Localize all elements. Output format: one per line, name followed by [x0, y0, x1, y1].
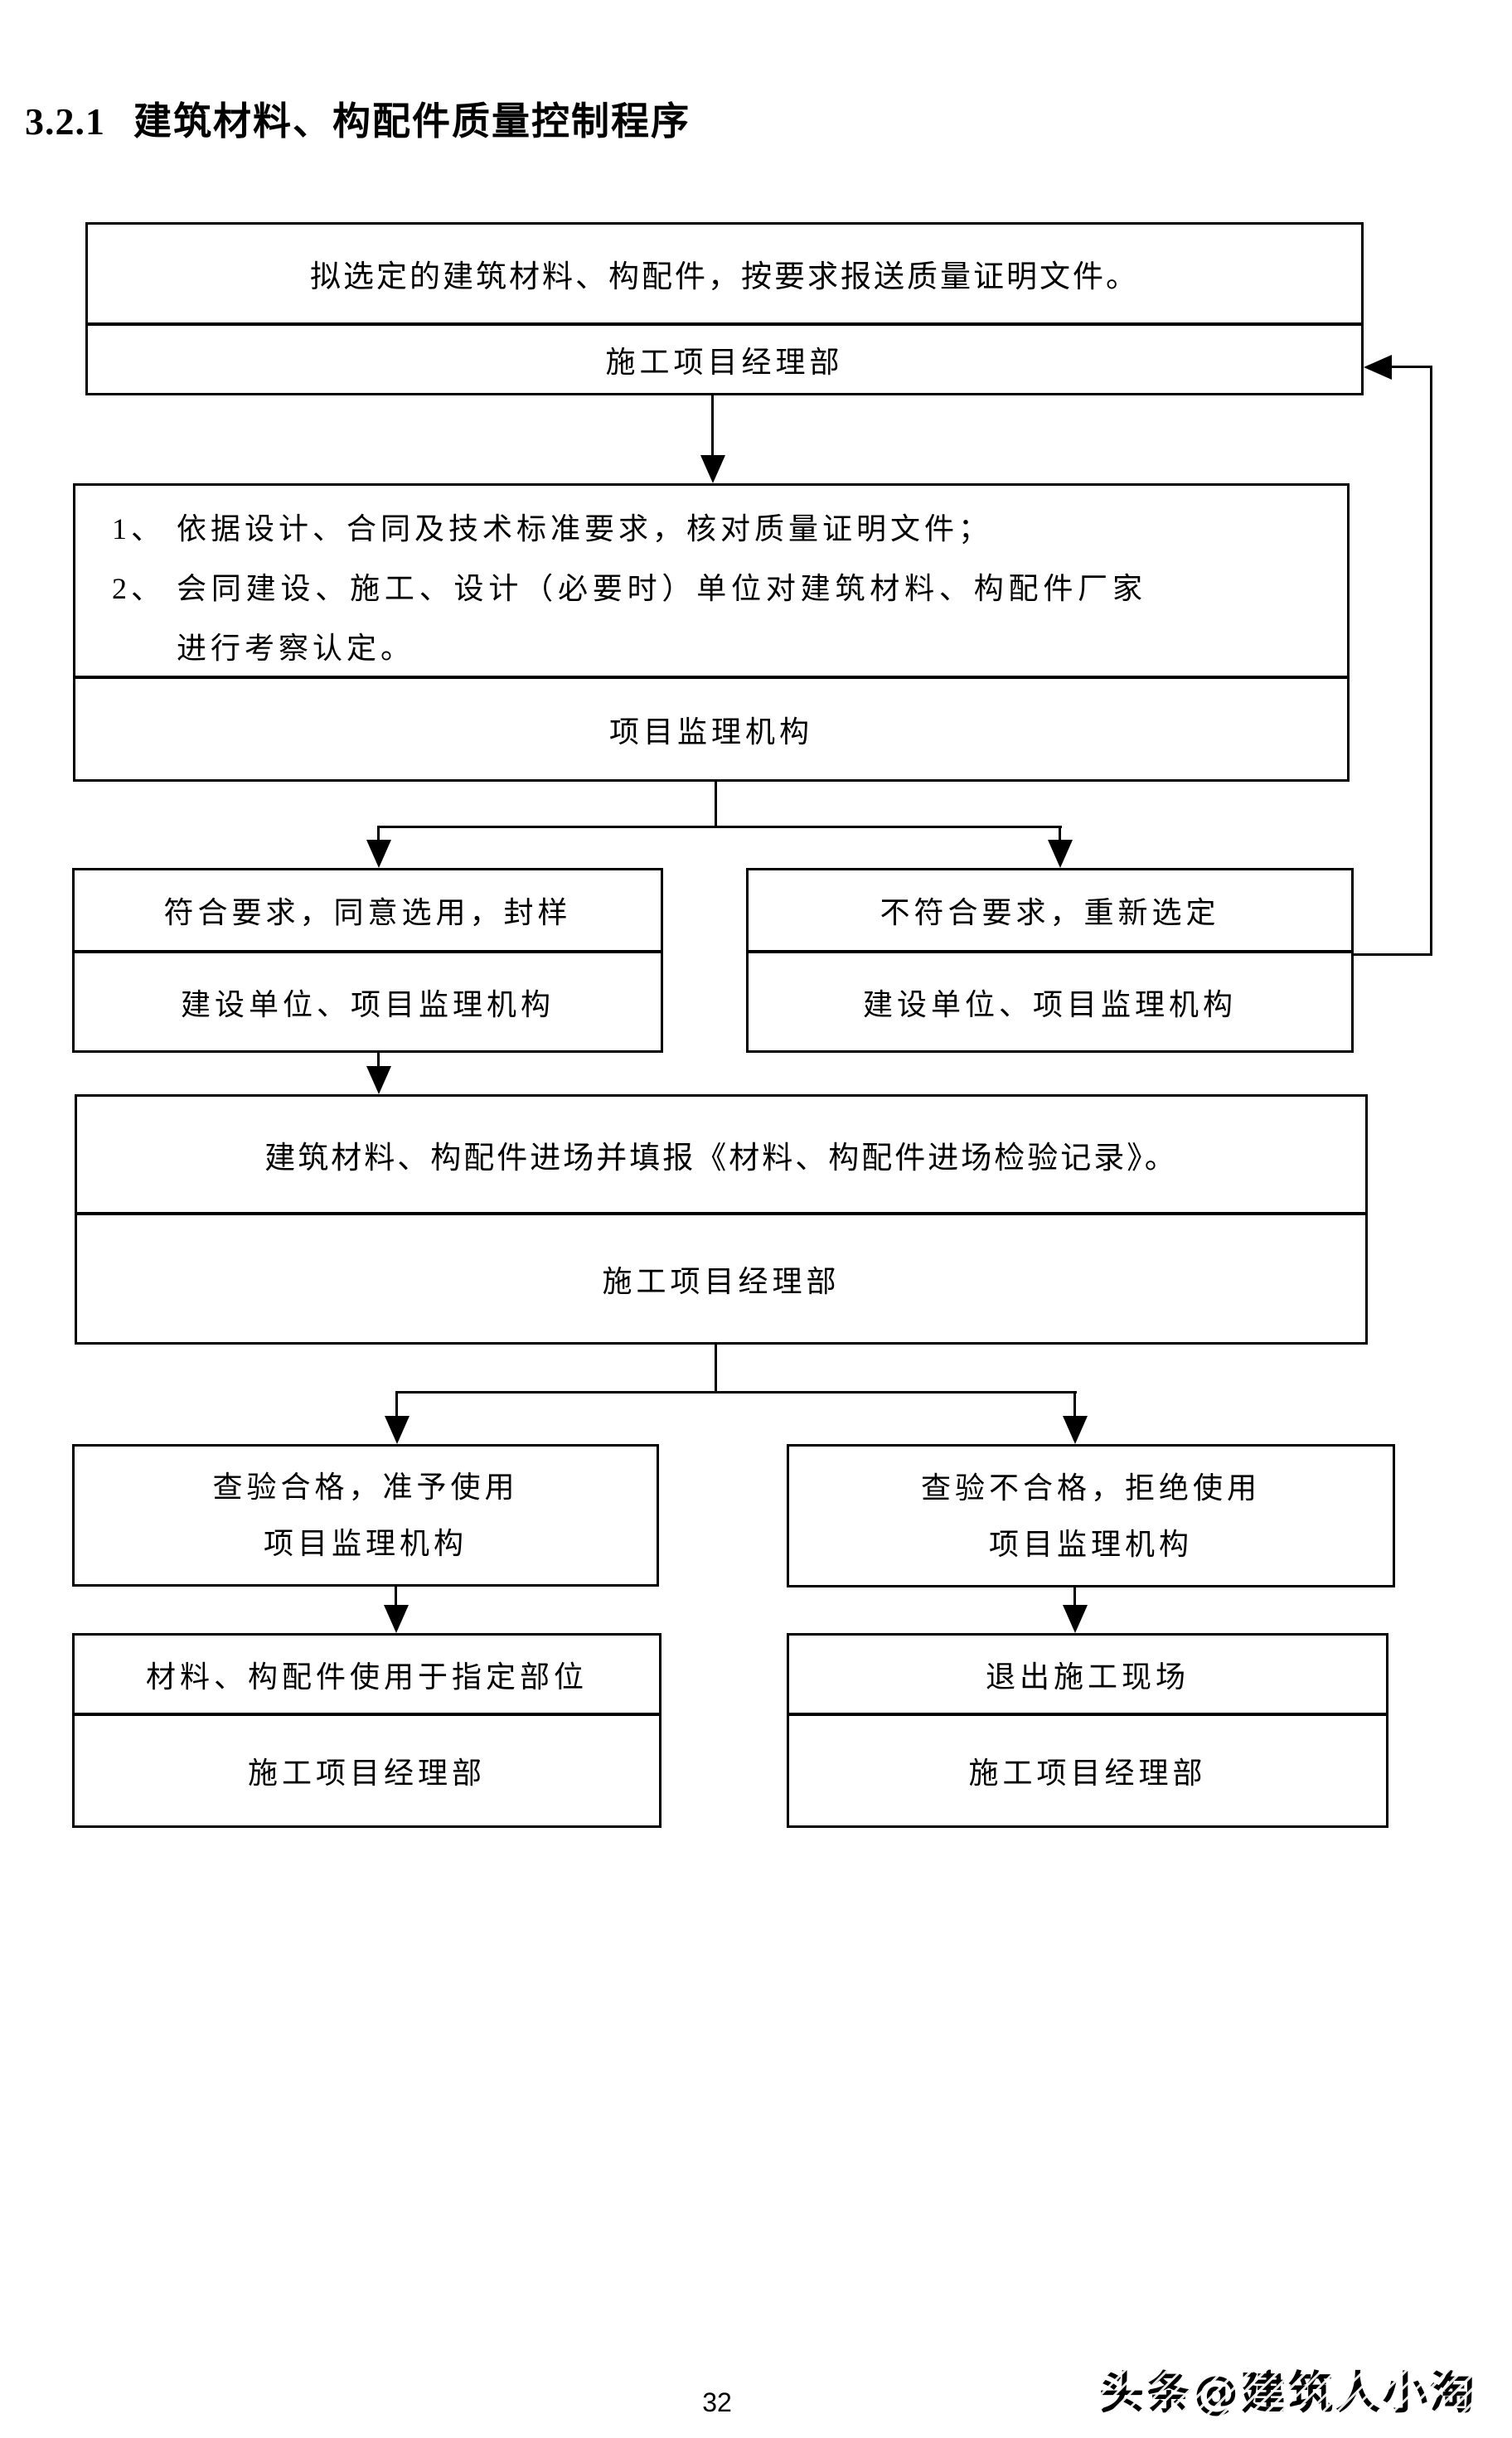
review-item-1-number: 1、: [111, 512, 165, 545]
connector-line: [377, 1053, 380, 1069]
connector-line: [1073, 1391, 1076, 1418]
arrowhead-left-icon: [1364, 355, 1392, 380]
actor-line: 项目监理机构: [263, 1527, 468, 1560]
inspect-fail-cell: 查验不合格，拒绝使用 项目监理机构: [789, 1447, 1393, 1585]
action-cell: 不符合要求，重新选定: [749, 870, 1351, 953]
flow-box-use: 材料、构配件使用于指定部位 施工项目经理部: [72, 1633, 662, 1828]
flow-box-pass: 符合要求，同意选用，封样 建设单位、项目监理机构: [72, 868, 663, 1053]
connector-line: [1059, 826, 1061, 844]
flow-box-entry: 建筑材料、构配件进场并填报《材料、构配件进场检验记录》。 施工项目经理部: [75, 1094, 1368, 1345]
actor-cell: 施工项目经理部: [968, 1757, 1207, 1790]
arrowhead-down-icon: [1048, 840, 1073, 868]
flow-box-review: 1、 依据设计、合同及技术标准要求，核对质量证明文件； 2、 会同建设、施工、设…: [73, 483, 1350, 782]
arrowhead-down-icon: [384, 1605, 409, 1633]
arrowhead-down-icon: [366, 840, 391, 868]
arrowhead-down-icon: [1063, 1605, 1088, 1633]
feedback-line-bottom: [1354, 953, 1432, 956]
section-title-text: 建筑材料、构配件质量控制程序: [133, 100, 691, 143]
action-cell: 材料、构配件使用于指定部位: [75, 1636, 659, 1716]
connector-line: [711, 395, 714, 457]
page-number: 32: [702, 2387, 732, 2417]
action-line: 查验合格，准予使用: [212, 1471, 519, 1504]
flow-box-fail: 不符合要求，重新选定 建设单位、项目监理机构: [746, 868, 1354, 1053]
connector-line: [378, 826, 1062, 828]
actor-cell: 建设单位、项目监理机构: [180, 987, 555, 1021]
watermark: 头条@建筑人小淘: [1099, 2356, 1477, 2421]
actor-cell: 施工项目经理部: [605, 345, 844, 379]
action-cell: 符合要求，同意选用，封样: [75, 870, 661, 953]
review-item-2: 2、 会同建设、施工、设计（必要时）单位对建筑材料、构配件厂家进行考察认定。: [100, 559, 1322, 678]
flow-box-submit: 拟选定的建筑材料、构配件，按要求报送质量证明文件。 施工项目经理部: [85, 222, 1364, 395]
arrowhead-down-icon: [700, 455, 725, 483]
arrowhead-down-icon: [1063, 1416, 1088, 1444]
review-item-1: 1、 依据设计、合同及技术标准要求，核对质量证明文件；: [100, 499, 1322, 559]
watermark-text: 头条@建筑人小淘: [1099, 2367, 1477, 2419]
action-cell: 拟选定的建筑材料、构配件，按要求报送质量证明文件。: [88, 225, 1361, 326]
inspect-pass-cell: 查验合格，准予使用 项目监理机构: [75, 1447, 657, 1584]
connector-line: [715, 1345, 717, 1393]
actor-line: 项目监理机构: [988, 1527, 1193, 1561]
flow-box-exit: 退出施工现场 施工项目经理部: [787, 1633, 1388, 1828]
review-item-2-number: 2、: [111, 572, 165, 605]
actor-cell: 项目监理机构: [608, 715, 813, 749]
arrowhead-down-icon: [385, 1416, 410, 1444]
action-line: 查验不合格，拒绝使用: [920, 1471, 1261, 1505]
feedback-line-vertical: [1430, 366, 1432, 956]
connector-line: [396, 1391, 1077, 1393]
flow-box-inspect-fail: 查验不合格，拒绝使用 项目监理机构: [787, 1444, 1395, 1587]
feedback-line-top: [1390, 366, 1432, 368]
review-item-1-text: 依据设计、合同及技术标准要求，核对质量证明文件；: [177, 512, 993, 545]
flow-box-inspect-pass: 查验合格，准予使用 项目监理机构: [72, 1444, 659, 1587]
connector-line: [395, 1391, 398, 1418]
actor-cell: 施工项目经理部: [602, 1264, 841, 1298]
arrowhead-down-icon: [366, 1066, 391, 1094]
review-list: 1、 依据设计、合同及技术标准要求，核对质量证明文件； 2、 会同建设、施工、设…: [75, 486, 1347, 679]
connector-line: [715, 782, 717, 828]
review-item-2-text: 会同建设、施工、设计（必要时）单位对建筑材料、构配件厂家进行考察认定。: [177, 572, 1146, 665]
connector-line: [377, 826, 380, 844]
connector-line: [395, 1587, 397, 1607]
action-cell: 建筑材料、构配件进场并填报《材料、构配件进场检验记录》。: [77, 1097, 1365, 1215]
actor-cell: 建设单位、项目监理机构: [862, 987, 1237, 1021]
section-title: 3.2.1 建筑材料、构配件质量控制程序: [25, 93, 691, 151]
actor-cell: 施工项目经理部: [247, 1757, 486, 1790]
section-number: 3.2.1: [25, 100, 105, 143]
connector-line: [1073, 1587, 1076, 1607]
action-cell: 退出施工现场: [789, 1636, 1386, 1716]
